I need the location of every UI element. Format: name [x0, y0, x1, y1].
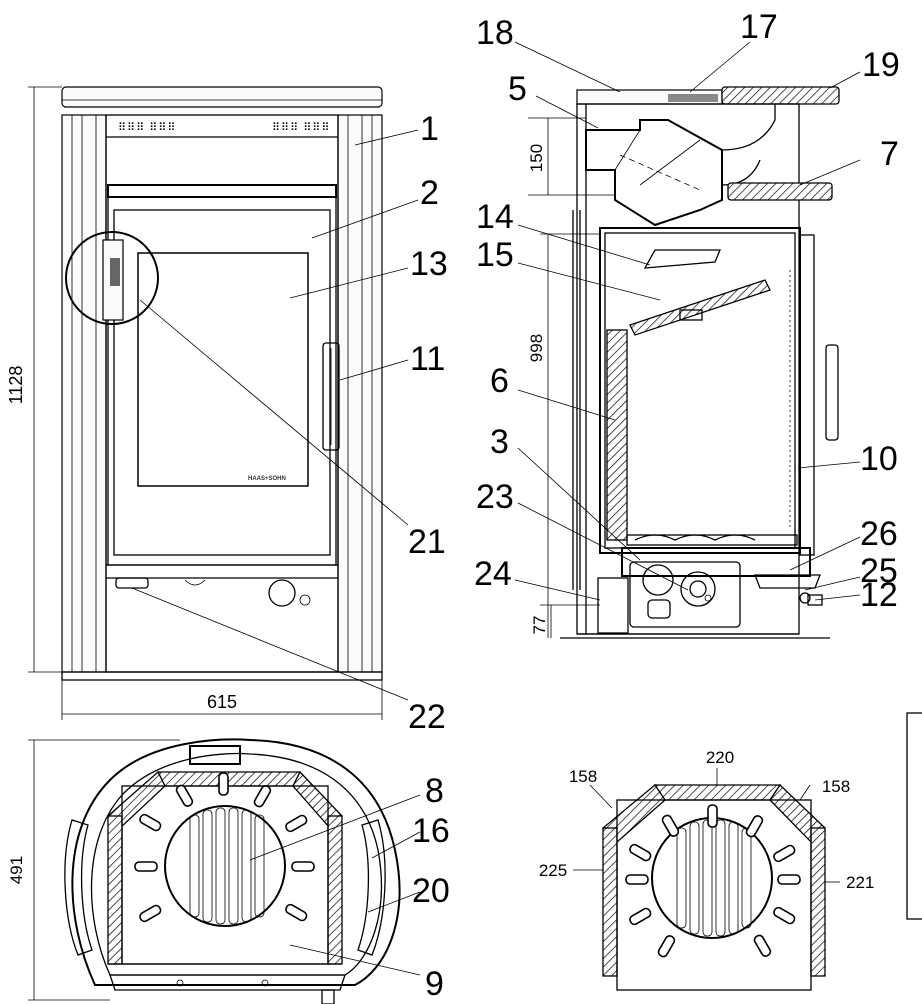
side-section-view: 150 998 77: [514, 41, 861, 639]
plan-outer-shell: [71, 738, 401, 986]
svg-text:⠿⠿⠿ ⠿⠿⠿: ⠿⠿⠿ ⠿⠿⠿: [118, 122, 176, 134]
callout-1: 1: [420, 110, 439, 148]
callout-10: 10: [860, 440, 898, 478]
dim-height-flue: 998: [527, 334, 546, 362]
side-door-handle: [825, 344, 839, 441]
callout-18: 18: [476, 14, 514, 52]
ash-pan-handle: [115, 577, 311, 607]
callout-3: 3: [490, 423, 509, 461]
liner-right-angle-label: 158: [822, 777, 850, 796]
rear-firebrick: [606, 329, 628, 541]
front-vent-grille: ⠿⠿⠿ ⠿⠿⠿ ⠿⠿⠿ ⠿⠿⠿: [118, 122, 330, 134]
plan-left-handle: [64, 819, 93, 956]
liner-left-angle-label: 158: [569, 767, 597, 786]
plan-rear-flue: [189, 745, 241, 765]
callout-25: 25: [860, 552, 898, 590]
liner-left-side-label: 225: [539, 861, 567, 880]
air-regulation-unit: [629, 561, 741, 628]
callout-5: 5: [508, 70, 527, 108]
front-base: [61, 671, 383, 681]
dim-height-outlet: 150: [527, 144, 546, 172]
front-dimension-lines: [28, 86, 383, 720]
dim-width-front: 615: [207, 692, 237, 712]
callout-8: 8: [425, 772, 444, 810]
callout-21: 21: [408, 523, 446, 561]
dim-depth-top: 491: [7, 856, 26, 884]
front-top-cover: [61, 86, 383, 108]
door-handle: [322, 342, 340, 451]
liner-back-label: 220: [706, 748, 734, 767]
front-door: HAAS+SOHN: [107, 184, 340, 566]
callout-26: 26: [860, 515, 898, 553]
baffle-plate: [629, 279, 771, 336]
plan-dimension-lines: [28, 739, 180, 1001]
convection-stone: [727, 182, 833, 201]
callout-14: 14: [476, 198, 514, 236]
callout-16: 16: [412, 812, 450, 850]
firebrick-liner-view: 220 158 158 225 221: [539, 748, 874, 991]
callout-24: 24: [474, 555, 512, 593]
callout-11: 11: [410, 340, 445, 378]
callout-9: 9: [425, 965, 444, 1003]
callout-15: 15: [476, 236, 514, 274]
front-right-column: [337, 114, 383, 673]
top-stone: [721, 86, 840, 105]
callout-20: 20: [412, 872, 450, 910]
plan-liner-back: [156, 771, 302, 787]
dim-height-air-inlet: 77: [530, 616, 549, 635]
top-plan-view: 491: [7, 738, 421, 1004]
legend-box: [906, 712, 922, 920]
hinge-detail: [65, 231, 159, 325]
liner-base-plate: [616, 799, 812, 991]
liner-right-side-label: 221: [846, 873, 874, 892]
callout-23: 23: [476, 478, 514, 516]
dim-height-total: 1128: [6, 366, 26, 405]
front-view: ⠿⠿⠿ ⠿⠿⠿ ⠿⠿⠿ ⠿⠿⠿ HAAS+SOHN: [6, 86, 419, 720]
side-dimension-lines: [528, 117, 615, 638]
front-leaders: [131, 129, 419, 701]
combustion-chamber: [599, 227, 839, 577]
plan-leaders: [249, 794, 421, 976]
svg-text:⠿⠿⠿ ⠿⠿⠿: ⠿⠿⠿ ⠿⠿⠿: [272, 122, 330, 134]
callout-13: 13: [410, 245, 448, 283]
lever-assembly: [754, 574, 823, 606]
plan-grate: [134, 772, 315, 927]
top-grille: [668, 94, 718, 102]
brand-label: HAAS+SOHN: [248, 476, 286, 482]
side-leaders: [514, 41, 861, 601]
callout-6: 6: [490, 362, 509, 400]
flue-outlet-elbow: [585, 104, 776, 227]
callout-2: 2: [420, 174, 439, 212]
plan-right-handle: [357, 819, 386, 956]
callout-22: 22: [408, 698, 446, 736]
callout-17: 17: [740, 8, 778, 46]
callout-numbers: 1 2 13 11 21 22 18 17 19 5 7 14 15 6 3 2…: [408, 8, 900, 1003]
callout-19: 19: [862, 46, 900, 84]
front-left-column: [61, 114, 107, 673]
callout-7: 7: [880, 135, 899, 173]
callout-12: 12: [860, 576, 898, 614]
air-inlet-box: [597, 577, 629, 634]
ash-drawer: [621, 547, 811, 577]
